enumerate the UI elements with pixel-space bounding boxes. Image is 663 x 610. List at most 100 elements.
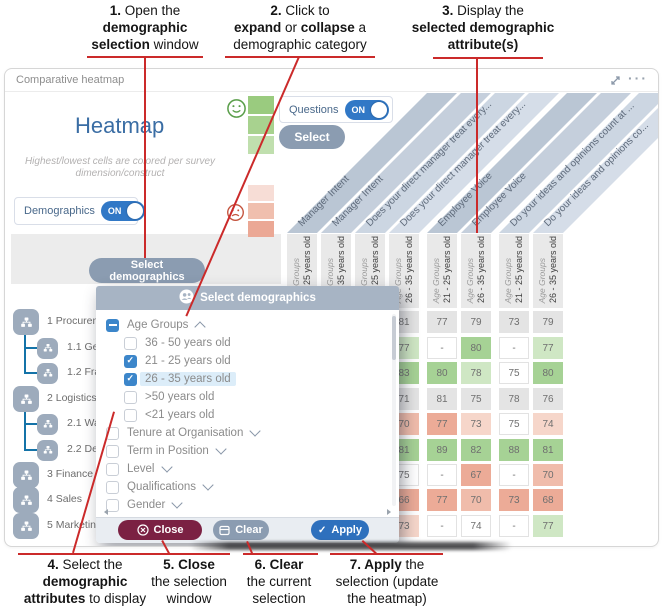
heatmap-cell: 79 <box>533 311 563 333</box>
modal-item-label[interactable]: 21 - 25 years old <box>145 355 231 367</box>
modal-title: Select demographics <box>200 292 316 304</box>
select-demographics-button[interactable]: Select demographics <box>89 258 205 283</box>
column-group-label: Age Groups <box>503 257 513 303</box>
tree-row-label[interactable]: 3 Finance & <box>47 468 104 480</box>
modal-item-label[interactable]: Gender <box>127 499 166 511</box>
heatmap-cell: 78 <box>461 362 491 384</box>
chevron-down-icon[interactable] <box>171 497 184 509</box>
checkbox-indeterminate[interactable] <box>106 318 119 332</box>
tree-row-label[interactable]: 2.2 De <box>67 443 98 455</box>
panel-header-divider <box>5 91 658 92</box>
column-attribute-label: 26 - 35 years old <box>548 235 558 303</box>
checkbox-unchecked[interactable] <box>124 408 137 422</box>
questions-toggle[interactable]: ON <box>344 99 389 120</box>
modal-item[interactable]: 26 - 35 years old <box>124 371 236 387</box>
tree-connector-line <box>24 335 26 373</box>
org-chart-icon[interactable] <box>13 386 39 412</box>
modal-item[interactable]: Level <box>106 461 173 477</box>
checkbox-unchecked[interactable] <box>106 444 119 458</box>
tree-connector-line <box>24 423 38 425</box>
checkbox-unchecked[interactable] <box>124 336 137 350</box>
tree-row-label[interactable]: 5 Marketing <box>47 519 102 531</box>
smiley-face-icon <box>226 98 247 124</box>
modal-item[interactable]: Term in Position <box>106 443 227 459</box>
modal-item[interactable]: Qualifications <box>106 479 214 495</box>
org-chart-icon[interactable] <box>37 337 58 359</box>
modal-item[interactable]: 36 - 50 years old <box>124 335 231 351</box>
modal-item[interactable]: <21 years old <box>124 407 214 423</box>
modal-item-label[interactable]: >50 years old <box>145 391 215 403</box>
tree-row-label[interactable]: 1.1 Ge <box>67 341 99 353</box>
annotation-connector-line <box>144 56 146 258</box>
tree-row-label[interactable]: 1.2 Fra <box>67 366 101 378</box>
column-attribute-label: 26 - 35 years old <box>476 235 486 303</box>
heatmap-cell: - <box>427 337 457 359</box>
org-chart-icon[interactable] <box>37 413 58 435</box>
heatmap-cell: 70 <box>461 489 491 511</box>
heatmap-cell: 73 <box>461 413 491 435</box>
org-chart-icon[interactable] <box>13 487 39 513</box>
tree-row-label[interactable]: 2 Logistics & <box>47 392 107 404</box>
modal-item[interactable]: Age Groups <box>106 317 207 333</box>
checkbox-checked[interactable] <box>124 372 137 386</box>
modal-item-label[interactable]: Age Groups <box>127 319 189 331</box>
tree-row-label[interactable]: 2.1 Wa <box>67 417 100 429</box>
checkbox-unchecked[interactable] <box>106 480 119 494</box>
org-chart-icon[interactable] <box>13 309 39 335</box>
modal-item-label[interactable]: <21 years old <box>145 409 215 421</box>
modal-item[interactable]: 21 - 25 years old <box>124 353 231 369</box>
column-attribute-label: 21 - 25 years old <box>514 235 524 303</box>
checkbox-unchecked[interactable] <box>106 498 119 512</box>
chevron-up-icon[interactable] <box>194 320 207 333</box>
tree-row-label[interactable]: 4 Sales <box>47 493 83 505</box>
chevron-down-icon[interactable] <box>249 425 262 437</box>
chevron-down-icon[interactable] <box>215 443 227 455</box>
column-group-label: Age Groups <box>431 257 441 303</box>
tree-row-label[interactable]: 1 Procurem <box>47 315 102 327</box>
heatmap-cell: - <box>427 515 457 537</box>
tree-connector-line <box>24 372 38 374</box>
demographics-toggle[interactable]: ON <box>100 201 145 221</box>
scroll-left-arrow-icon[interactable] <box>104 509 108 515</box>
scroll-right-arrow-icon[interactable] <box>387 509 391 515</box>
annotation-underline <box>225 56 375 58</box>
chevron-down-icon[interactable] <box>160 461 173 473</box>
org-chart-icon[interactable] <box>13 462 39 488</box>
select-button[interactable]: Select <box>279 125 345 149</box>
org-chart-icon[interactable] <box>37 362 58 384</box>
modal-title-bar[interactable]: Select demographics <box>96 286 399 310</box>
modal-scrollbar[interactable] <box>392 314 396 506</box>
checkbox-unchecked[interactable] <box>124 390 137 404</box>
modal-item[interactable]: Tenure at Organisation <box>106 425 262 441</box>
annotation-underline <box>243 553 318 555</box>
checkbox-checked[interactable] <box>124 354 137 368</box>
close-button[interactable]: Close <box>118 520 202 540</box>
modal-item[interactable]: >50 years old <box>124 389 214 405</box>
more-options-icon[interactable]: ··· <box>628 70 648 86</box>
modal-item-label[interactable]: Qualifications <box>127 481 197 493</box>
heatmap-cell: 88 <box>499 439 529 461</box>
modal-item-label[interactable]: Tenure at Organisation <box>127 427 244 439</box>
heatmap-cell: 74 <box>461 515 491 537</box>
heatmap-cell: 80 <box>427 362 457 384</box>
org-chart-icon[interactable] <box>13 513 39 539</box>
org-chart-icon[interactable] <box>37 439 58 461</box>
modal-item-label[interactable]: Term in Position <box>127 445 209 457</box>
modal-item-label[interactable]: 26 - 35 years old <box>140 372 236 386</box>
clear-button[interactable]: Clear <box>213 520 269 540</box>
close-button-label: Close <box>153 524 184 536</box>
expand-icon[interactable] <box>609 74 622 92</box>
panel-title: Comparative heatmap <box>16 74 125 86</box>
modal-item-label[interactable]: Level <box>127 463 155 475</box>
heatmap-cell: 74 <box>533 413 563 435</box>
modal-item[interactable]: Gender <box>106 497 184 513</box>
heatmap-cell: - <box>427 464 457 486</box>
checkbox-unchecked[interactable] <box>106 462 119 476</box>
modal-item-label[interactable]: 36 - 50 years old <box>145 337 231 349</box>
apply-button[interactable]: ✓ Apply <box>311 520 369 540</box>
chevron-down-icon[interactable] <box>202 479 214 491</box>
